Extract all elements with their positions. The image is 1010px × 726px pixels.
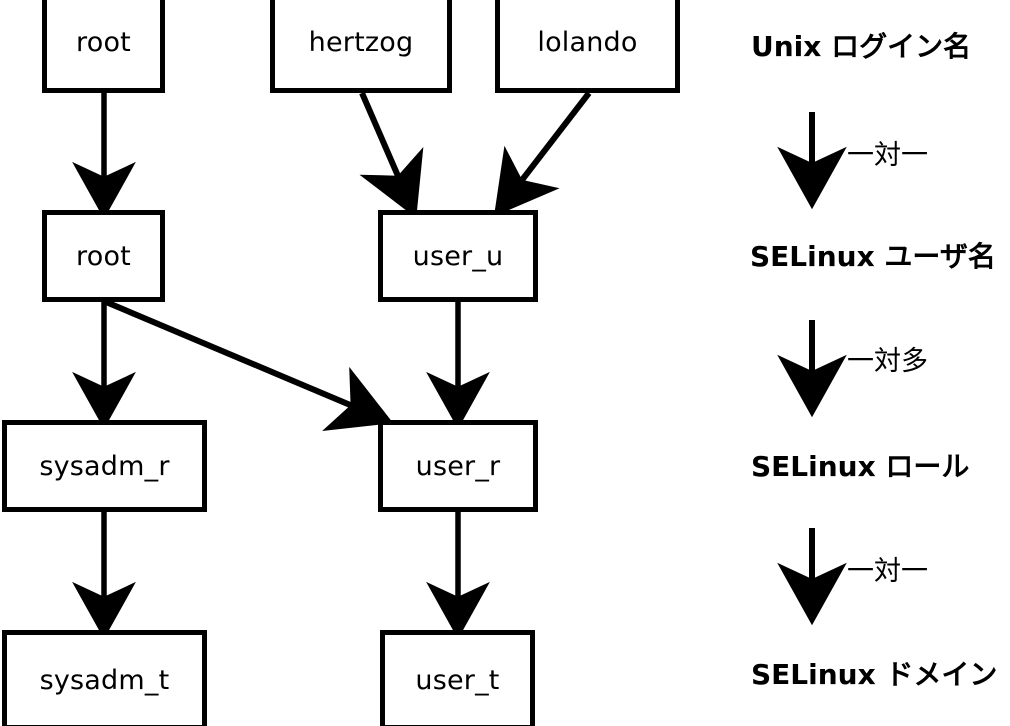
node-role-sysadm-r[interactable]: sysadm_r <box>2 420 207 512</box>
node-domain-sysadm-t[interactable]: sysadm_t <box>2 630 207 726</box>
legend-relation-user-to-role: 一対多 <box>847 346 928 377</box>
legend-level-selinux-user: SELinux ユーザ名 <box>750 240 996 273</box>
edge-hertzog-to-user-u <box>359 91 424 219</box>
node-label: user_r <box>415 450 501 482</box>
node-label: sysadm_t <box>39 664 170 696</box>
edge-seuser-root-to-user-r <box>104 299 394 431</box>
node-label: lolando <box>537 27 638 58</box>
legend-level-selinux-domain: SELinux ドメイン <box>751 658 998 691</box>
node-seuser-root[interactable]: root <box>42 210 165 302</box>
node-label: root <box>76 240 131 272</box>
edge-lolando-to-user-u <box>493 91 592 217</box>
node-label: sysadm_r <box>39 450 170 482</box>
node-login-hertzog[interactable]: hertzog <box>270 0 452 93</box>
node-login-root[interactable]: root <box>42 0 165 93</box>
node-login-lolando[interactable]: lolando <box>495 0 680 93</box>
node-label: user_u <box>412 240 504 272</box>
legend-relation-login-to-user: 一対一 <box>847 140 928 171</box>
node-seuser-user-u[interactable]: user_u <box>378 210 538 302</box>
legend-relation-role-to-domain: 一対一 <box>847 556 928 587</box>
legend-level-selinux-role: SELinux ロール <box>751 450 970 483</box>
node-label: root <box>76 27 131 58</box>
node-label: user_t <box>415 664 500 696</box>
legend-level-unix-login: Unix ログイン名 <box>751 30 972 63</box>
node-label: hertzog <box>308 27 414 58</box>
node-role-user-r[interactable]: user_r <box>378 420 538 512</box>
node-domain-user-t[interactable]: user_t <box>380 630 535 726</box>
